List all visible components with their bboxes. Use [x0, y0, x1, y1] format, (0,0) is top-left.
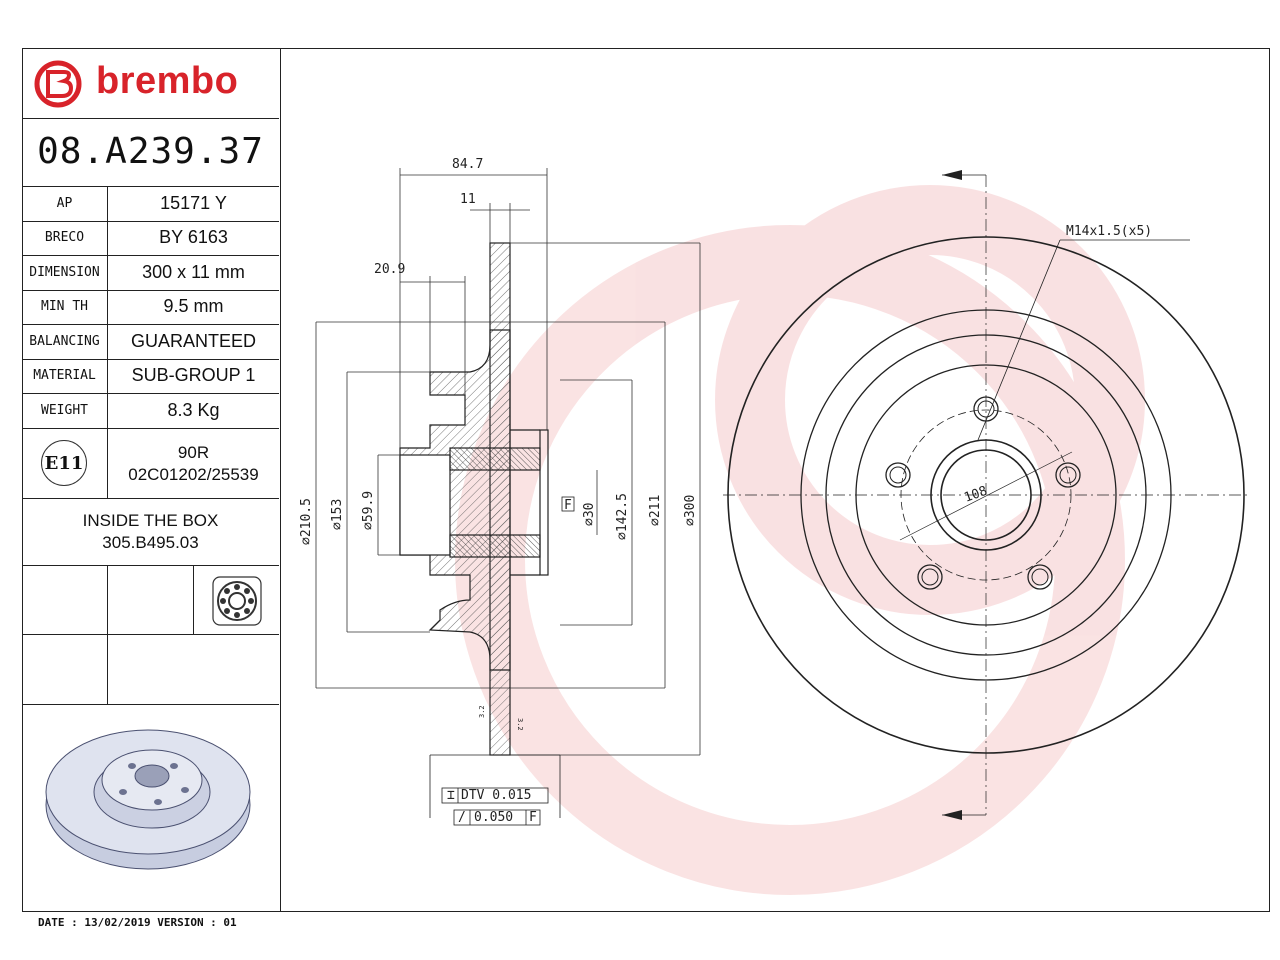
dimension-lines: [315, 168, 701, 756]
roughness-1: 3.2: [478, 705, 486, 718]
spec-value: 15171 Y: [160, 192, 227, 213]
runout-symbol: /: [458, 810, 466, 825]
spec-value: BY 6163: [159, 227, 228, 248]
dim-overall-width: 84.7: [452, 157, 483, 172]
approval-mark-cell: E11: [22, 428, 108, 498]
approval-text: 90R 02C01202/25539: [108, 442, 279, 486]
flatness-symbol: ⌶: [447, 788, 455, 803]
spec-value: 9.5 mm: [163, 296, 224, 317]
bearing-icon: [212, 576, 262, 626]
brembo-logo-icon: [34, 60, 82, 108]
disc-3d-thumbnail: [45, 729, 251, 870]
approval-mark: E11: [41, 440, 87, 486]
approval-row: E11 90R 02C01202/25539: [22, 428, 279, 499]
runout-label: 0.050: [474, 810, 513, 825]
spec-value: SUB-GROUP 1: [131, 365, 256, 386]
dim-d3: ⌀59.9: [361, 491, 376, 530]
spec-key: MATERIAL: [22, 358, 108, 393]
spec-value: 300 x 11 mm: [142, 261, 245, 282]
dim-d6: ⌀211: [648, 495, 663, 526]
dimension-labels: 84.7 11 20.9 ⌀210.5 ⌀153 ⌀59.9 ⌀30 ⌀142.…: [299, 157, 1152, 731]
spec-key: MIN TH: [22, 289, 108, 324]
dim-hub-offset: 20.9: [374, 262, 405, 277]
brand-name: brembo: [96, 60, 239, 102]
approval-line-2: 02C01202/25539: [128, 465, 259, 484]
dim-thickness: 11: [460, 192, 476, 207]
bearing-row: [22, 566, 279, 635]
dim-d1: ⌀210.5: [299, 498, 314, 545]
roughness-2: 3.2: [516, 718, 524, 731]
spec-row: AP 15171 Y: [22, 186, 279, 222]
spec-key: BALANCING: [22, 324, 108, 359]
part-number: 08.A239.37: [22, 118, 279, 187]
spec-key: BRECO: [22, 220, 108, 255]
spec-key: WEIGHT: [22, 393, 108, 428]
brand-logo: brembo: [22, 48, 279, 119]
runout-datum: F: [529, 810, 537, 825]
spec-row: BRECO BY 6163: [22, 220, 279, 256]
spec-row: MIN TH 9.5 mm: [22, 289, 279, 325]
dim-d5: ⌀142.5: [615, 493, 630, 540]
inside-box: INSIDE THE BOX 305.B495.03: [22, 498, 279, 566]
spec-value: GUARANTEED: [130, 330, 256, 351]
spec-row: BALANCING GUARANTEED: [22, 324, 279, 360]
dim-d2: ⌀153: [330, 499, 345, 530]
inside-box-line-1: INSIDE THE BOX: [82, 511, 219, 530]
thread-label: M14x1.5(x5): [1066, 224, 1152, 239]
spec-key: DIMENSION: [22, 255, 108, 290]
empty-row: [22, 634, 279, 705]
tolerance-frames: [429, 754, 561, 826]
disc-cross-section: [399, 242, 549, 756]
datum-label: F: [564, 498, 572, 513]
spec-row: DIMENSION 300 x 11 mm: [22, 255, 279, 291]
dim-d4: ⌀30: [582, 503, 597, 526]
footer-date-version: DATE : 13/02/2019 VERSION : 01: [38, 916, 237, 929]
dim-d7: ⌀300: [683, 495, 698, 526]
inside-box-line-2: 305.B495.03: [102, 533, 199, 552]
spec-key: AP: [22, 186, 108, 221]
dtv-label: DTV 0.015: [461, 788, 531, 803]
spec-value: 8.3 Kg: [167, 399, 220, 420]
drawing-frame: [22, 48, 1270, 912]
spec-row: WEIGHT 8.3 Kg: [22, 393, 279, 429]
disc-front-view: [723, 174, 1250, 816]
spec-row: MATERIAL SUB-GROUP 1: [22, 358, 279, 394]
approval-line-1: 90R: [177, 443, 210, 462]
title-block: brembo 08.A239.37 AP 15171 Y BRECO BY 6163…: [22, 48, 281, 912]
